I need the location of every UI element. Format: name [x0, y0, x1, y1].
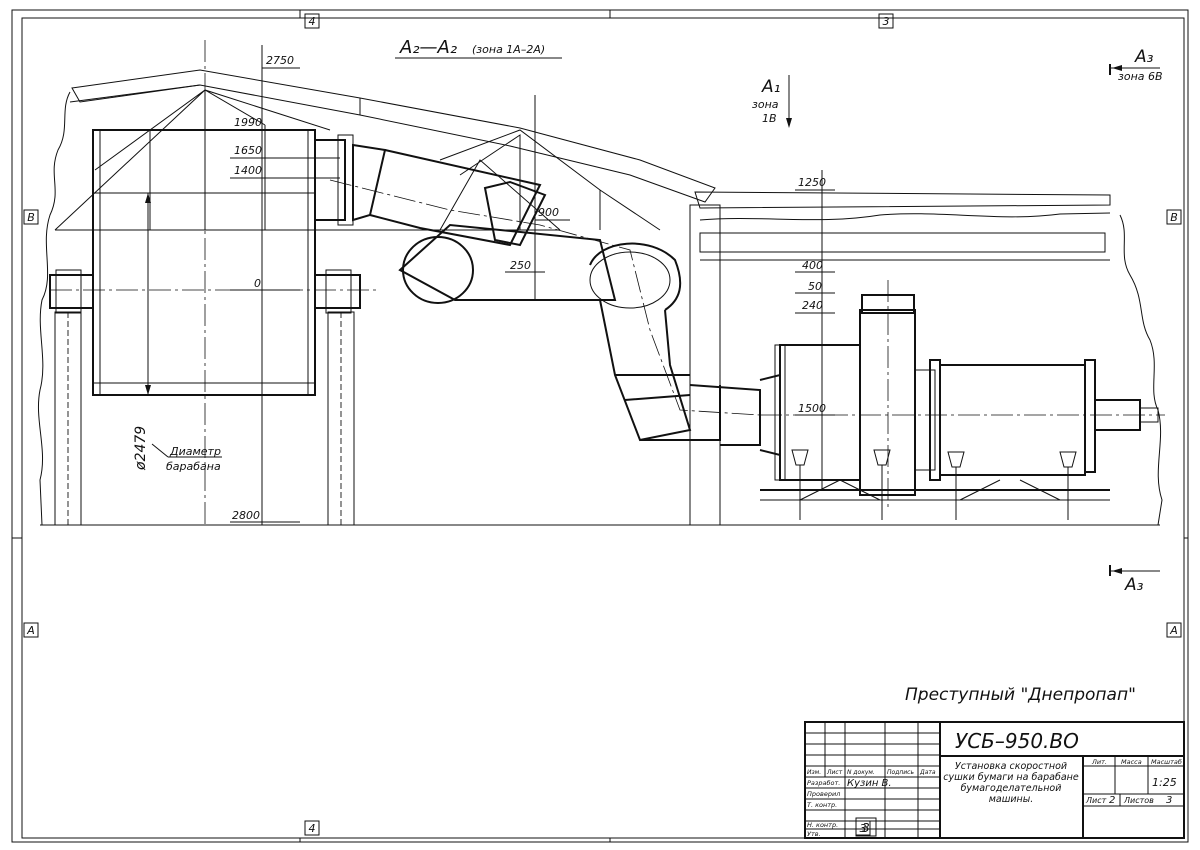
roof-structure: [54, 69, 1111, 261]
title-block: [804, 721, 1185, 839]
sheets-value: 3: [1166, 795, 1172, 806]
sheet-label: Лист: [1085, 796, 1107, 805]
zone-mark-right-lower: А: [1169, 624, 1178, 637]
row-label-norm-control: Н. контр.: [807, 821, 838, 829]
dim-2800: 2800: [232, 509, 260, 522]
dimension-lines: [230, 45, 835, 525]
doc-code: УСБ–950.ВО: [955, 729, 1079, 753]
dim-1500: 1500: [798, 402, 826, 415]
dim-diameter: ø2479: [133, 426, 149, 471]
view-a3-bottom-marker: A₃: [1109, 565, 1160, 595]
dim-2750: 2750: [266, 54, 294, 67]
col-header-date: Дата: [919, 769, 936, 776]
col-header-sign: Подпись: [887, 769, 914, 776]
row-label-approved: Утв.: [807, 830, 821, 838]
developer-name: Кузин В.: [847, 778, 892, 789]
zone-mark-top-left: 4: [309, 15, 316, 28]
row-label-tech-control: Т. контр.: [807, 801, 837, 809]
dim-1990: 1990: [234, 116, 262, 129]
callout-line-1: Диаметр: [169, 445, 221, 458]
title-line-4: машины.: [989, 794, 1034, 805]
view-a3-top-letter: A₃: [1134, 47, 1154, 67]
stamp-text: Преступный "Днепропап": [905, 685, 1136, 705]
dim-1650: 1650: [234, 144, 262, 157]
zone-mark-top-right: 3: [883, 15, 890, 28]
view-a1-marker: A₁ зона 1В: [752, 75, 792, 128]
sheet-frame: [11, 9, 1189, 843]
title-block-text: УСБ–950.ВО Установка скоростной сушки бу…: [807, 729, 1182, 838]
mass-label: Масса: [1121, 758, 1142, 766]
row-label-checked: Проверил: [807, 790, 840, 798]
diameter-callout: Диаметр барабана: [151, 443, 222, 473]
zone-mark-left-lower: А: [26, 624, 35, 637]
drying-drum: [49, 40, 380, 526]
view-a3-top-marker: A₃ зона 6В: [1109, 47, 1163, 83]
dim-1400: 1400: [234, 164, 262, 177]
view-a1-zone: зона: [752, 98, 779, 111]
section-label: A₂—A₂ (зона 1А–2А): [395, 37, 562, 59]
fan-unit: [760, 280, 1165, 520]
sheet-box-number: 3: [862, 821, 870, 835]
zone-marks: 4 3 4 3 В А В А: [23, 13, 1182, 836]
dim-240: 240: [802, 299, 823, 312]
sheets-label: Листов: [1123, 796, 1154, 805]
row-label-developer: Разработ.: [807, 779, 840, 787]
break-outline: [37, 91, 1163, 526]
sheet-value: 2: [1109, 795, 1115, 806]
dim-50: 50: [808, 280, 822, 293]
col-header-doc: N докум.: [847, 769, 875, 776]
dim-1250: 1250: [798, 176, 826, 189]
view-a3-top-zone: зона 6В: [1118, 70, 1163, 83]
zone-mark-right-upper: В: [1170, 211, 1178, 224]
dim-250: 250: [510, 259, 531, 272]
title-line-3: бумагоделательной: [961, 783, 1062, 794]
scale-label: Масштаб: [1151, 758, 1182, 766]
section-zone: (зона 1А–2А): [472, 43, 545, 56]
section-title: A₂—A₂: [399, 37, 457, 58]
zone-mark-bottom-left: 4: [309, 822, 316, 835]
dim-900: 900: [538, 206, 559, 219]
view-a3-bottom-letter: A₃: [1124, 575, 1144, 595]
lit-label: Лит.: [1091, 758, 1107, 766]
dimension-texts: 2750 1990 1650 1400 0 2800 900 250 1250 …: [133, 54, 826, 522]
view-a1-letter: A₁: [761, 77, 780, 97]
wall-column: [689, 204, 721, 526]
view-a1-zone-number: 1В: [762, 112, 777, 125]
title-line-2: сушки бумаги на барабане: [943, 772, 1079, 783]
zone-mark-left-upper: В: [27, 211, 35, 224]
dim-0: 0: [254, 277, 261, 290]
col-header-izm: Изм.: [807, 769, 821, 776]
scale-value: 1:25: [1152, 776, 1177, 789]
dim-400: 400: [802, 259, 823, 272]
col-header-list: Лист: [826, 769, 843, 776]
air-duct: [314, 134, 781, 457]
title-line-1: Установка скоростной: [955, 761, 1067, 772]
callout-line-2: барабана: [166, 460, 221, 473]
